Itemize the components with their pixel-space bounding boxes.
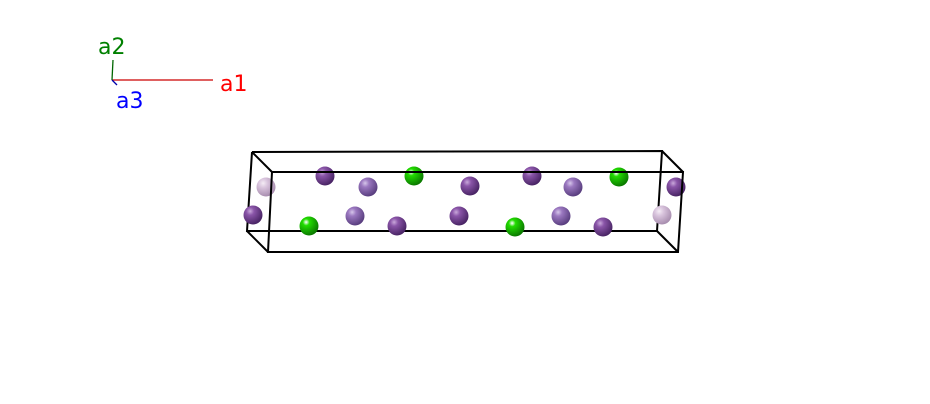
atom-green bbox=[404, 166, 424, 186]
a2-axis-label: a2 bbox=[98, 35, 125, 60]
cell-edge-tl bbox=[251, 151, 273, 173]
atom-purple bbox=[387, 216, 407, 236]
unit-cell-front bbox=[246, 150, 685, 253]
cell-edge-br bbox=[656, 230, 679, 253]
a1-axis-label: a1 bbox=[220, 72, 247, 97]
atom-green bbox=[609, 167, 629, 187]
cell-edge-tr bbox=[661, 150, 684, 173]
axis-triad: a1 a2 a3 bbox=[98, 35, 247, 114]
atom-faded bbox=[256, 177, 276, 197]
atom-purple bbox=[460, 176, 480, 196]
atom-green bbox=[299, 216, 319, 236]
atom-faded bbox=[652, 205, 672, 225]
atom-purple bbox=[449, 206, 469, 226]
atom-purple bbox=[522, 166, 542, 186]
atom-lilac bbox=[345, 206, 365, 226]
atom-purple bbox=[315, 166, 335, 186]
atom-purple bbox=[593, 217, 613, 237]
atom-lilac bbox=[358, 177, 378, 197]
a2-axis-line bbox=[111, 59, 114, 81]
a3-axis-label: a3 bbox=[116, 89, 143, 114]
atom-purple bbox=[243, 205, 263, 225]
cell-edge-bl bbox=[246, 230, 269, 253]
atom-purple bbox=[666, 177, 686, 197]
atom-lilac bbox=[563, 177, 583, 197]
atom-green bbox=[505, 217, 525, 237]
atom-lilac bbox=[551, 206, 571, 226]
atoms-layer bbox=[243, 166, 686, 237]
a3-axis-line bbox=[111, 79, 118, 86]
